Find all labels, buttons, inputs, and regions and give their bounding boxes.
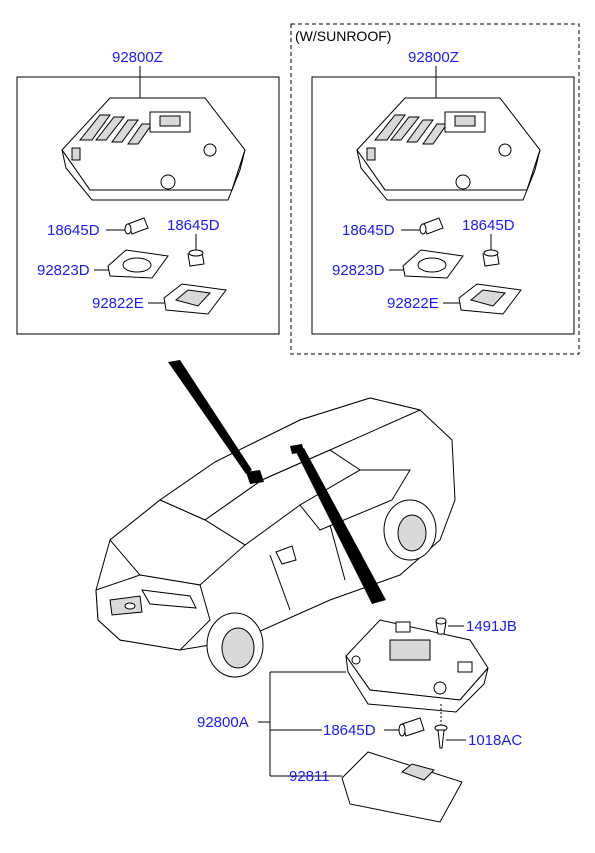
bulb-left-b (187, 249, 205, 267)
overhead-console-lower (345, 619, 489, 713)
panel-right: (W/SUNROOF) 92800Z 18645D 18645D (290, 23, 580, 355)
bulb-left-a (124, 217, 149, 235)
lens-lower (341, 751, 463, 823)
lower-lens-label: 92811 (289, 768, 330, 785)
panel-left-bulb-a-label: 18645D (47, 222, 100, 239)
console-location-front (246, 470, 264, 484)
panel-right-bulb-a-label: 18645D (342, 222, 395, 239)
screw-1018ac (434, 704, 448, 749)
panel-right-lens-a-label: 92823D (332, 262, 385, 279)
leader-wedge-rear (296, 448, 386, 604)
overhead-console-right (356, 97, 541, 201)
panel-right-bulb-b-label: 18645D (462, 217, 515, 234)
lower-assembly: 1491JB 1018AC 18645D 92800A 92811 (197, 617, 522, 823)
panel-right-dashed-frame (290, 23, 580, 355)
clip-label: 1491JB (466, 618, 517, 635)
screw-label: 1018AC (468, 732, 522, 749)
lens-left-a (107, 249, 169, 279)
bulb-right-a (419, 217, 444, 235)
panel-right-assembly-label: 92800Z (408, 49, 459, 66)
lower-bulb-label: 18645D (323, 722, 376, 739)
panel-left: 92800Z 18645D 18645D (16, 49, 280, 335)
panel-left-lens-b-label: 92822E (92, 295, 144, 312)
lower-assembly-label: 92800A (197, 714, 249, 731)
overhead-console-left (61, 97, 246, 201)
lens-right-b (458, 283, 522, 315)
lens-right-a (402, 249, 464, 279)
panel-left-bulb-b-label: 18645D (167, 217, 220, 234)
lens-left-b (163, 283, 227, 315)
panel-right-lens-b-label: 92822E (387, 295, 439, 312)
panel-left-assembly-label: 92800Z (112, 49, 163, 66)
clip-1491jb (435, 617, 447, 635)
bulb-lower (398, 717, 425, 737)
panel-right-frame (311, 76, 575, 335)
bulb-right-b (482, 249, 500, 267)
panel-left-frame (16, 76, 280, 335)
panel-left-lens-a-label: 92823D (37, 262, 90, 279)
panel-right-note: (W/SUNROOF) (295, 28, 391, 44)
leader-wedge-front (168, 360, 252, 474)
